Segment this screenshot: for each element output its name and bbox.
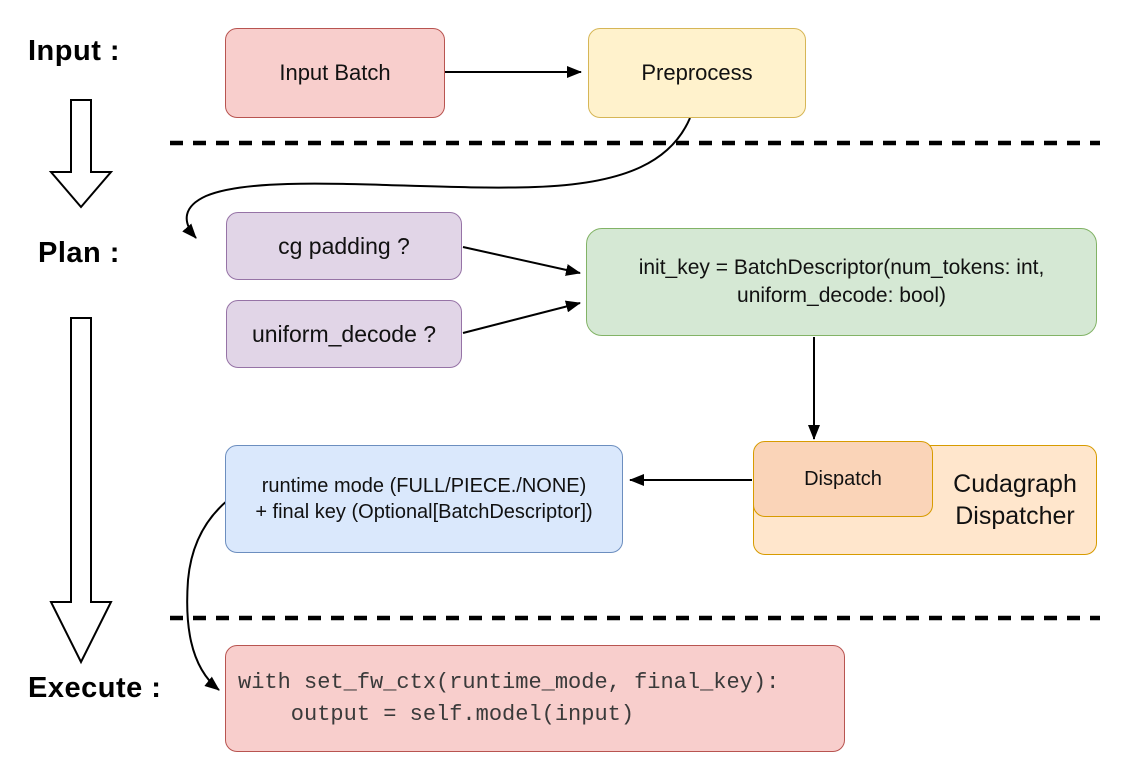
node-uniform-decode: uniform_decode ? (226, 300, 462, 368)
code-line1: with set_fw_ctx(runtime_mode, final_key)… (238, 669, 780, 695)
node-input-batch-label: Input Batch (279, 60, 391, 86)
node-runtime-line2: + final key (Optional[BatchDescriptor]) (255, 501, 593, 523)
node-cudagraph-dispatcher-label: Cudagraph Dispatcher (933, 458, 1097, 542)
code-line2: output = self.model(input) (238, 701, 635, 727)
node-dispatch-label: Dispatch (804, 467, 882, 490)
node-runtime-mode: runtime mode (FULL/PIECE./NONE) + final … (225, 445, 623, 553)
down-arrow-plan-to-execute (49, 317, 113, 665)
node-preprocess-label: Preprocess (641, 60, 753, 86)
node-uniform-decode-label: uniform_decode ? (251, 320, 437, 347)
node-init-key-line1: init_key = BatchDescriptor(num_tokens: i… (638, 256, 1045, 280)
cudagraph-label-line2: Dispatcher (955, 502, 1075, 530)
arrow-uniformdecode-to-initkey (462, 300, 581, 334)
stage-label-execute: Execute : (28, 672, 162, 704)
arrow-preprocess-to-cgpadding (182, 117, 691, 239)
arrow-cgpadding-to-initkey (462, 246, 581, 276)
arrow-runtimemode-to-execute (186, 499, 229, 691)
node-init-key-line2: uniform_decode: bool) (737, 284, 946, 307)
node-runtime-line1: runtime mode (FULL/PIECE./NONE) (261, 474, 587, 497)
down-arrow-input-to-plan (48, 99, 114, 209)
node-init-key: init_key = BatchDescriptor(num_tokens: i… (586, 228, 1097, 336)
node-cg-padding-label: cg padding ? (278, 232, 410, 259)
cudagraph-label-line1: Cudagraph (953, 469, 1077, 498)
stage-label-plan: Plan : (38, 237, 120, 269)
node-dispatch: Dispatch (753, 441, 933, 517)
node-cg-padding: cg padding ? (226, 212, 462, 280)
stage-label-input: Input : (28, 35, 121, 67)
node-input-batch: Input Batch (225, 28, 445, 118)
node-execute-code: with set_fw_ctx(runtime_mode, final_key)… (225, 645, 845, 752)
node-preprocess: Preprocess (588, 28, 806, 118)
